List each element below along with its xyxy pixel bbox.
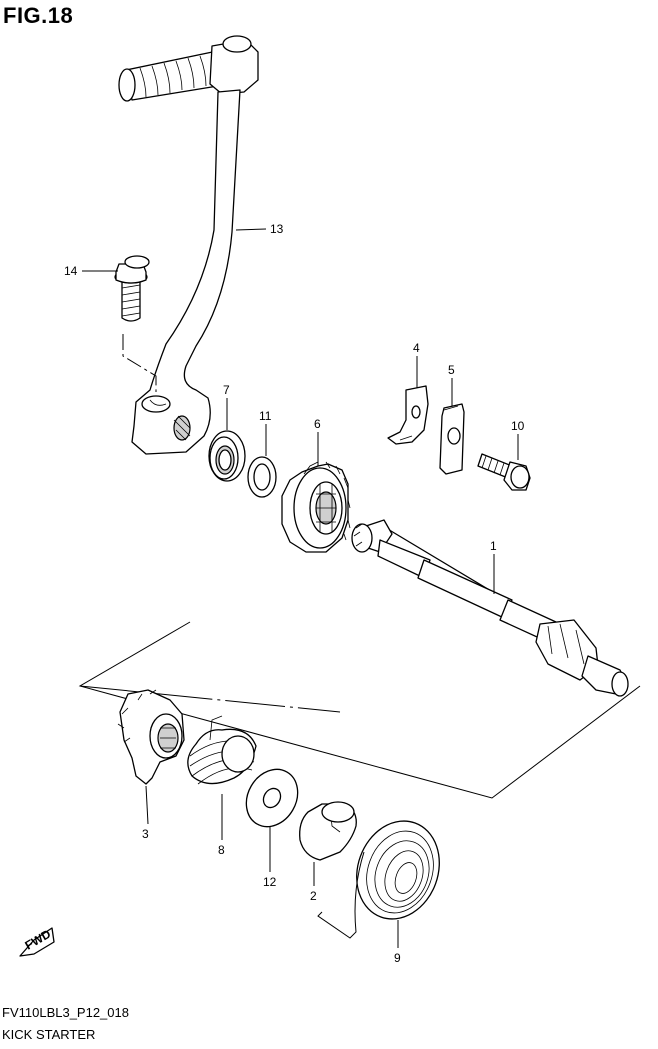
callout-3: 3 (142, 827, 149, 841)
callout-1: 1 (490, 539, 497, 553)
callout-7: 7 (223, 383, 230, 397)
callout-8: 8 (218, 843, 225, 857)
figure-code: FV110LBL3_P12_018 (2, 1005, 129, 1020)
assembly-outline-dash (79, 685, 341, 713)
fwd-arrow-icon: FWD (19, 927, 55, 957)
leader-lines (82, 228, 519, 948)
callout-11: 11 (259, 409, 272, 423)
part-3-drive-gear[interactable] (117, 689, 185, 785)
part-14-bolt[interactable] (114, 255, 157, 392)
callout-10: 10 (511, 419, 525, 433)
part-7-oil-seal[interactable] (208, 430, 246, 482)
callout-14: 14 (64, 264, 78, 278)
figure-name: KICK STARTER (2, 1027, 96, 1042)
part-8-spring[interactable] (187, 715, 257, 785)
callout-5: 5 (448, 363, 455, 377)
callout-6: 6 (314, 417, 321, 431)
part-11-washer[interactable] (247, 456, 277, 498)
callout-labels: 1 2 3 4 5 6 7 8 9 10 11 12 13 14 (64, 222, 525, 965)
part-13-kick-lever[interactable] (118, 35, 259, 455)
callout-12: 12 (263, 875, 277, 889)
part-12-washer[interactable] (236, 760, 308, 836)
assembly-outline (78, 621, 641, 799)
part-2-spring-guide[interactable] (299, 801, 357, 861)
part-9-return-spring[interactable] (317, 809, 453, 939)
part-4-guide-bracket[interactable] (387, 385, 429, 445)
callout-2: 2 (310, 889, 317, 903)
kick-grip (118, 49, 231, 102)
part-1-kick-shaft[interactable] (351, 519, 629, 697)
part-10-bolt[interactable] (477, 453, 531, 491)
callout-4: 4 (413, 341, 420, 355)
callout-9: 9 (394, 951, 401, 965)
figure-title: FIG.18 (3, 3, 74, 28)
part-6-starter-gear[interactable] (281, 461, 351, 553)
part-5-guide-plate[interactable] (439, 403, 465, 475)
callout-13: 13 (270, 222, 284, 236)
